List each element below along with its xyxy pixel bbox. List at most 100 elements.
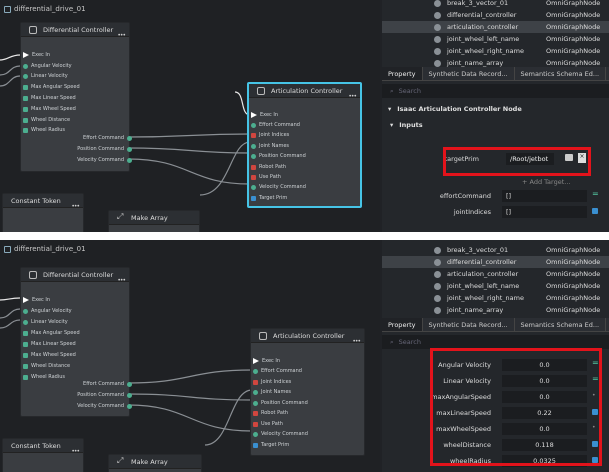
port-velocity-command[interactable]: Velocity Command (77, 403, 132, 409)
port-velocity-command[interactable]: Velocity Command (251, 184, 306, 190)
port-effort-command[interactable]: Effort Command (83, 381, 132, 387)
port-dot-icon[interactable] (251, 132, 256, 138)
port-dot-icon[interactable] (23, 95, 28, 101)
differential-controller-node[interactable]: Differential Controller••• Exec In Angul… (20, 22, 132, 172)
port-dot-icon[interactable] (23, 341, 28, 347)
port-linear-velocity[interactable]: Linear Velocity (23, 319, 68, 325)
tab-synthetic-data[interactable]: Synthetic Data Record... (423, 318, 515, 331)
remove-icon[interactable]: × (578, 153, 586, 163)
port-max-linear-speed[interactable]: Max Linear Speed (23, 341, 76, 347)
port-robot-path[interactable]: Robot Path (251, 164, 286, 170)
tab-semantics-schema[interactable]: Semantics Schema Ed... (515, 318, 607, 331)
port-dot-icon[interactable] (253, 442, 258, 448)
port-dot-icon[interactable] (253, 368, 258, 374)
property-search[interactable]: ⌕Search (382, 335, 609, 349)
port-velocity-command[interactable]: Velocity Command (253, 431, 308, 437)
port-dot-icon[interactable] (251, 174, 256, 180)
port-dot-icon[interactable] (253, 410, 258, 416)
port-dot-icon[interactable] (251, 153, 256, 159)
port-dot-icon[interactable] (23, 319, 28, 325)
port-exec-in[interactable]: Exec In (253, 358, 280, 364)
section-node-header[interactable]: ▾Isaac Articulation Controller Node (382, 102, 609, 116)
reset-icon[interactable]: • (592, 424, 596, 431)
tab-property[interactable]: Property (382, 67, 423, 80)
folder-icon[interactable] (565, 154, 573, 161)
port-dot-icon[interactable] (253, 389, 258, 395)
tab-synthetic-data[interactable]: Synthetic Data Record... (423, 67, 515, 80)
exec-port-icon[interactable] (23, 297, 29, 303)
port-dot-icon[interactable] (23, 330, 28, 336)
port-dot-icon[interactable] (23, 363, 28, 369)
port-dot-icon[interactable] (127, 403, 132, 409)
port-velocity-command[interactable]: Velocity Command (77, 157, 132, 163)
add-target-button[interactable]: + Add Target... (522, 178, 571, 186)
joint-indices-field[interactable]: [] (502, 206, 587, 218)
section-inputs-header[interactable]: ▾Inputs (382, 118, 609, 132)
port-max-angular-speed[interactable]: Max Angular Speed (23, 330, 80, 336)
port-dot-icon[interactable] (23, 63, 28, 69)
make-array-node[interactable]: ⤢Make Array (108, 210, 200, 232)
port-linear-velocity[interactable]: Linear Velocity (23, 73, 68, 79)
port-target-prim[interactable]: Target Prim (253, 442, 289, 448)
property-value-field[interactable]: 0.0 (502, 375, 587, 387)
port-dot-icon[interactable] (23, 117, 28, 123)
port-dot-icon[interactable] (127, 381, 132, 387)
port-angular-velocity[interactable]: Angular Velocity (23, 308, 72, 314)
port-dot-icon[interactable] (127, 157, 132, 163)
port-dot-icon[interactable] (23, 374, 28, 380)
port-dot-icon[interactable] (23, 308, 28, 314)
port-dot-icon[interactable] (253, 431, 258, 437)
node-menu-icon[interactable]: ••• (348, 93, 357, 100)
property-search[interactable]: ⌕Search (382, 84, 609, 98)
default-icon[interactable] (592, 409, 598, 415)
port-angular-velocity[interactable]: Angular Velocity (23, 63, 72, 69)
default-icon[interactable] (592, 441, 598, 447)
property-value-field[interactable]: 0.22 (502, 407, 587, 419)
port-dot-icon[interactable] (127, 392, 132, 398)
port-dot-icon[interactable] (253, 421, 258, 427)
port-exec-in[interactable]: Exec In (23, 297, 50, 303)
port-joint-names[interactable]: Joint Names (253, 389, 291, 395)
property-value-field[interactable]: 0.0 (502, 359, 587, 371)
port-dot-icon[interactable] (23, 84, 28, 90)
port-position-command[interactable]: Position Command (253, 400, 308, 406)
port-position-command[interactable]: Position Command (77, 146, 132, 152)
port-wheel-distance[interactable]: Wheel Distance (23, 363, 70, 369)
port-robot-path[interactable]: Robot Path (253, 410, 288, 416)
graph-editor[interactable]: differential_drive_01 Differential Contr… (0, 240, 380, 472)
port-use-path[interactable]: Use Path (251, 174, 281, 180)
port-wheel-radius[interactable]: Wheel Radius (23, 127, 65, 133)
port-exec-in[interactable]: Exec In (23, 52, 50, 58)
port-dot-icon[interactable] (23, 106, 28, 112)
port-target-prim[interactable]: Target Prim (251, 195, 287, 201)
exec-port-icon[interactable] (253, 358, 259, 364)
port-max-angular-speed[interactable]: Max Angular Speed (23, 84, 80, 90)
constant-token-node[interactable]: Constant Token••• (2, 438, 84, 472)
port-dot-icon[interactable] (23, 127, 28, 133)
property-value-field[interactable]: 0.0 (502, 423, 587, 435)
node-menu-icon[interactable]: ••• (352, 338, 361, 345)
port-max-linear-speed[interactable]: Max Linear Speed (23, 95, 76, 101)
port-dot-icon[interactable] (127, 146, 132, 152)
port-dot-icon[interactable] (251, 164, 256, 170)
port-use-path[interactable]: Use Path (253, 421, 283, 427)
port-max-wheel-speed[interactable]: Max Wheel Speed (23, 352, 76, 358)
node-menu-icon[interactable]: ••• (71, 448, 80, 455)
node-menu-icon[interactable]: ••• (117, 32, 126, 39)
exec-port-icon[interactable] (23, 52, 29, 58)
exec-port-icon[interactable] (251, 112, 257, 118)
port-dot-icon[interactable] (253, 379, 258, 385)
port-max-wheel-speed[interactable]: Max Wheel Speed (23, 106, 76, 112)
